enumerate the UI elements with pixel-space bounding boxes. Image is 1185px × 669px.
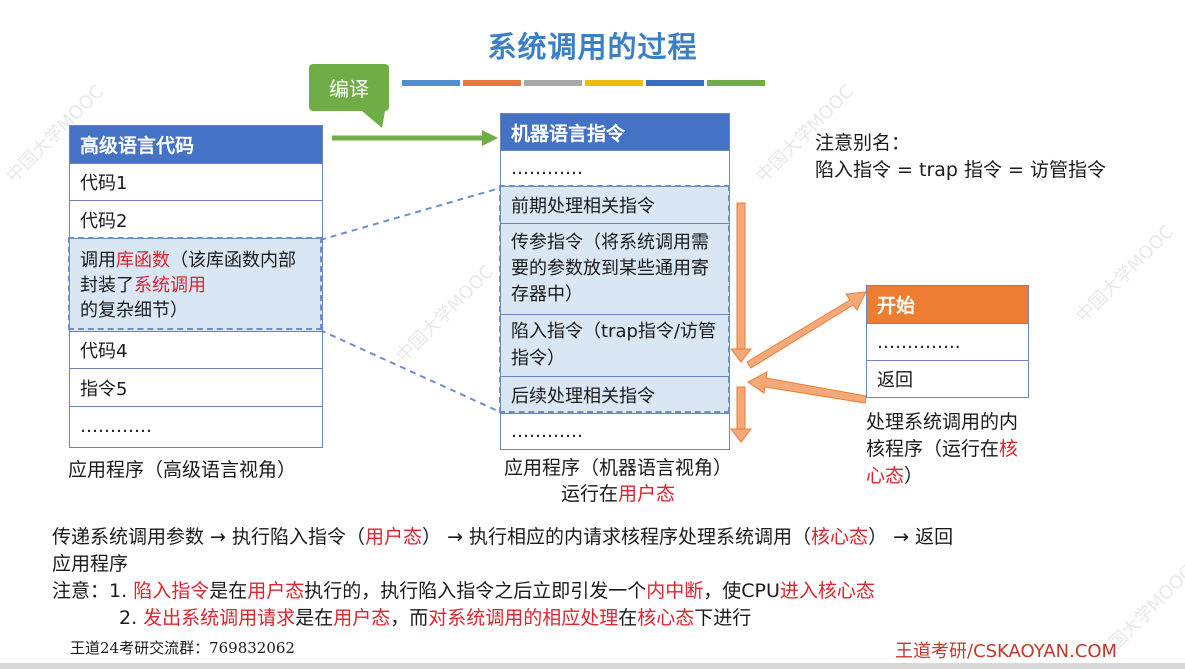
flow-arrow-down-1-head xyxy=(729,348,753,363)
note-2: 2. 发出系统调用请求是在用户态，而对系统调用的相应处理在核心态下进行 xyxy=(119,607,752,629)
code-row: 指令5 xyxy=(70,368,322,406)
code-row: 代码2 xyxy=(70,200,322,238)
instruction-row: ………… xyxy=(501,150,729,186)
compile-arrow-head xyxy=(482,130,498,146)
stripe xyxy=(402,80,460,86)
machine-code-header: 机器语言指令 xyxy=(501,114,729,150)
return-from-kernel-arrow xyxy=(747,371,867,404)
dashed-connector-top xyxy=(319,187,501,241)
code-row: ………… xyxy=(70,406,322,446)
trap-to-kernel-arrow xyxy=(746,291,867,369)
kernel-header: 开始 xyxy=(867,286,1028,323)
dashed-connector-bottom xyxy=(319,329,501,413)
instruction-row: 传参指令（将系统调用需要的参数放到某些通用寄存器中） xyxy=(501,223,729,314)
kernel-caption: 处理系统调用的内核程序（运行在核心态） xyxy=(866,411,1019,487)
flow-description-cont: 应用程序 xyxy=(52,553,129,575)
footer-group-number: 王道24考研交流群：769832062 xyxy=(70,639,295,657)
flow-arrow-down-2-head xyxy=(729,428,753,443)
code-row: 代码4 xyxy=(70,331,322,368)
flow-arrow-down-1 xyxy=(736,202,746,350)
stripe xyxy=(463,80,521,86)
high-level-caption: 应用程序（高级语言视角） xyxy=(68,459,297,481)
instruction-row: 陷入指令（trap指令/访管指令） xyxy=(501,314,729,376)
machine-caption: 应用程序（机器语言视角） 运行在用户态 xyxy=(503,457,732,505)
instruction-row: 后续处理相关指令 xyxy=(501,376,729,413)
library-call-row: 调用库函数（该库函数内部封装了系统调用的复杂细节） xyxy=(70,238,322,331)
machine-call-highlight xyxy=(499,185,730,413)
alias-note: 注意别名： 陷入指令 = trap 指令 = 访管指令 xyxy=(815,132,1107,181)
note-1: 注意：1. 陷入指令是在用户态执行的，执行陷入指令之后立即引发一个内中断，使CP… xyxy=(52,580,875,602)
kernel-program-box: 开始 ………….. 返回 xyxy=(866,285,1029,398)
stripe xyxy=(646,80,704,86)
compile-callout: 编译 xyxy=(309,64,389,111)
footer-brand: 王道考研/CSKAOYAN.COM xyxy=(895,641,1118,662)
stripe xyxy=(524,80,582,86)
page-title: 系统调用的过程 xyxy=(487,30,698,64)
high-level-code-box: 高级语言代码 代码1 代码2 调用库函数（该库函数内部封装了系统调用的复杂细节）… xyxy=(69,125,323,448)
kernel-row: ………….. xyxy=(867,323,1028,360)
instruction-row: ………… xyxy=(501,413,729,449)
footer-bar xyxy=(0,663,1185,669)
flow-arrow-down-2 xyxy=(736,386,746,430)
library-call-highlight xyxy=(68,237,322,330)
flow-description: 传递系统调用参数 → 执行陷入指令（用户态） → 执行相应的内请求核程序处理系统… xyxy=(52,526,954,548)
kernel-row: 返回 xyxy=(867,360,1028,397)
callout-tail xyxy=(362,111,385,128)
machine-code-box: 机器语言指令 ………… 前期处理相关指令 传参指令（将系统调用需要的参数放到某些… xyxy=(500,113,730,450)
code-row: 代码1 xyxy=(70,163,322,200)
stripe xyxy=(585,80,643,86)
high-level-code-header: 高级语言代码 xyxy=(70,126,322,163)
stripe xyxy=(707,80,765,86)
